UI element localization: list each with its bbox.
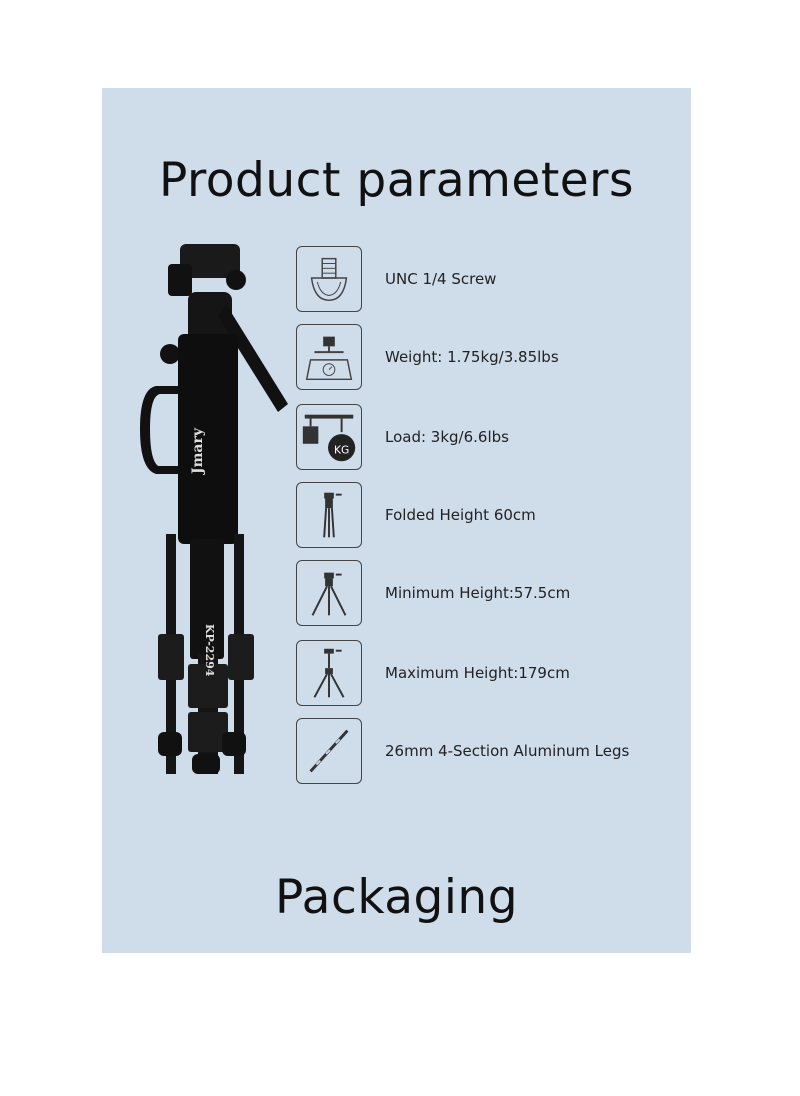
param-row-legs: 26mm 4-Section Aluminum Legs	[296, 718, 676, 786]
param-row-weight: Weight: 1.75kg/3.85lbs	[296, 324, 676, 392]
tripod-brand-text: Jmary	[190, 427, 206, 476]
param-label: Maximum Height:179cm	[385, 664, 570, 682]
maximum-tripod-icon	[296, 640, 362, 706]
minimum-tripod-icon	[296, 560, 362, 626]
param-row-minimum: Minimum Height:57.5cm	[296, 560, 676, 628]
packaging-title: Packaging	[274, 870, 519, 925]
param-label: Folded Height 60cm	[385, 506, 536, 524]
param-label: Weight: 1.75kg/3.85lbs	[385, 348, 559, 366]
screw-icon	[296, 246, 362, 312]
tripod-model-text: KP-2294	[203, 624, 216, 677]
param-label: UNC 1/4 Screw	[385, 270, 497, 288]
param-label: Load: 3kg/6.6lbs	[385, 428, 509, 446]
product-panel: Product parameters Jmary KP-2294	[102, 88, 691, 953]
param-row-screw: UNC 1/4 Screw	[296, 246, 676, 314]
scale-icon	[296, 324, 362, 390]
param-row-maximum: Maximum Height:179cm	[296, 640, 676, 708]
aluminum-leg-icon	[296, 718, 362, 784]
param-label: Minimum Height:57.5cm	[385, 584, 571, 602]
load-icon-text: KG	[334, 443, 349, 456]
folded-tripod-icon	[296, 482, 362, 548]
param-row-folded: Folded Height 60cm	[296, 482, 676, 550]
load-weight-icon: KG	[296, 404, 362, 470]
tripod-product-image: Jmary KP-2294	[140, 244, 288, 774]
page-title: Product parameters	[158, 153, 634, 208]
param-label: 26mm 4-Section Aluminum Legs	[385, 742, 630, 760]
param-row-load: KG Load: 3kg/6.6lbs	[296, 404, 676, 472]
